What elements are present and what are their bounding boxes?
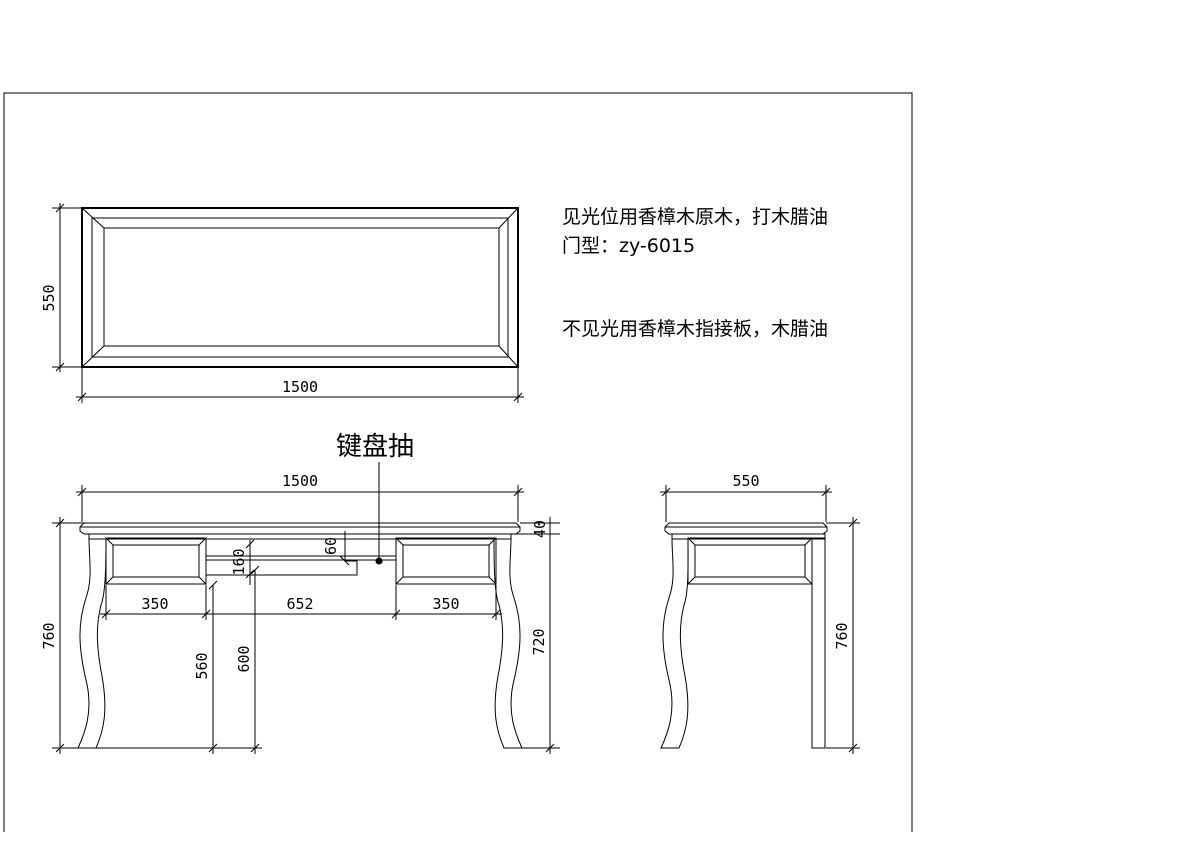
- side-depth-label: 550: [732, 472, 759, 490]
- clearance-600-label: 600: [235, 645, 253, 672]
- panel-width-dimension: 1500: [76, 367, 524, 403]
- left-drawer-width-label: 350: [141, 595, 168, 613]
- panel-inner: [103, 227, 500, 347]
- top-thickness-label: 40: [531, 520, 549, 538]
- clearance-560-label: 560: [193, 652, 211, 679]
- side-view: 550 760: [660, 472, 860, 754]
- side-drawer-panel: [694, 544, 806, 578]
- right-drawer-panel: [402, 544, 490, 578]
- right-drawer: [395, 537, 497, 585]
- table-apron: [88, 533, 512, 540]
- right-leg: [493, 537, 523, 749]
- right-drawer-width-label: 350: [432, 595, 459, 613]
- side-depth-dimension: 550: [660, 472, 832, 522]
- middle-gap-label: 652: [286, 595, 313, 613]
- side-front-leg: [660, 537, 689, 749]
- leg-height-dimension: 720: [516, 533, 560, 754]
- leg-height-label: 720: [530, 628, 548, 655]
- panel-height-dimension: 550: [40, 203, 82, 372]
- material-notes: 见光位用香樟木原木，打木腊油 门型：zy-6015 不见光用香樟木指接板，木腊油: [562, 206, 828, 340]
- note-hidden-material: 不见光用香樟木指接板，木腊油: [562, 318, 828, 340]
- front-width-dimension: 1500: [76, 472, 524, 522]
- side-back-leg: [811, 537, 826, 749]
- drawing-frame: [3, 92, 913, 832]
- panel-height-label: 550: [40, 284, 58, 311]
- keyboard-drop-label: 60: [322, 537, 340, 555]
- keyboard-drawer-leader-dot: [375, 557, 383, 565]
- panel-bevel: [91, 217, 509, 358]
- drawer-height-label: 160: [230, 548, 248, 575]
- front-view: 键盘抽 1500: [40, 432, 560, 754]
- front-total-height-dimension: 760: [40, 517, 84, 754]
- note-visible-material: 见光位用香樟木原木，打木腊油: [562, 206, 828, 228]
- side-apron: [671, 533, 826, 540]
- front-total-height-label: 760: [40, 622, 58, 649]
- drawer-width-dimensions: 350 652 350: [100, 585, 502, 620]
- side-table-top: [664, 522, 828, 535]
- clearance-dimensions: 560 600: [86, 565, 262, 754]
- table-top: [79, 522, 521, 535]
- left-leg: [77, 537, 107, 749]
- panel-outer: [81, 207, 519, 368]
- front-width-label: 1500: [282, 472, 318, 490]
- panel-view: 550 1500: [40, 203, 524, 403]
- note-door-type: 门型：zy-6015: [562, 235, 695, 257]
- keyboard-drawer-label: 键盘抽: [336, 432, 414, 462]
- panel-width-label: 1500: [282, 378, 318, 396]
- side-total-height-dimension: 760: [826, 517, 860, 754]
- left-drawer-panel: [112, 544, 200, 578]
- side-total-height-label: 760: [833, 622, 851, 649]
